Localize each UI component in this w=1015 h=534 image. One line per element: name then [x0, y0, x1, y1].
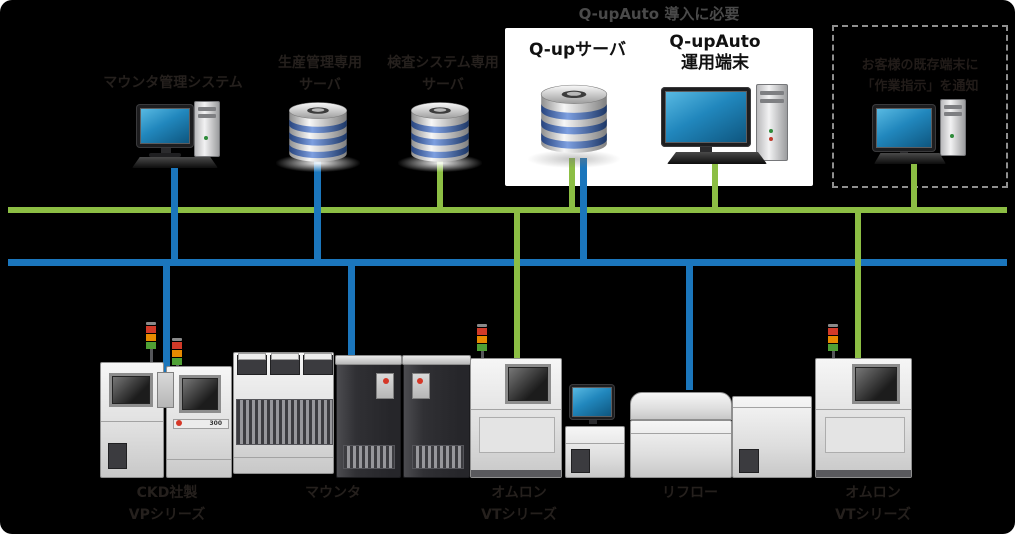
link-mounter-pc-blue	[171, 158, 178, 260]
drop-reflow-blue	[686, 262, 693, 390]
qupauto-terminal-label-line1: Q-upAuto	[669, 32, 761, 52]
link-production-db-blue	[314, 156, 321, 260]
qup-server-label: Q-upサーバ	[529, 40, 626, 60]
qupauto-terminal-label-line2: 運用端末	[681, 53, 749, 73]
pc-tower-icon	[194, 101, 220, 157]
db-shadow	[528, 150, 620, 168]
reflow-lid	[630, 392, 732, 420]
spi-side-panel	[157, 372, 174, 408]
reflow-label: リフロー	[662, 485, 718, 501]
inspection-server-label-line2: サーバ	[422, 77, 464, 93]
mounter-feeder-modules	[233, 352, 334, 474]
existing-terminal-note-line2: 「作業指示」を通知	[861, 79, 979, 94]
mounter-cabinet	[335, 355, 402, 478]
aoi-pre-reflow-machine	[470, 358, 562, 478]
aoi-post-reflow-machine	[815, 358, 912, 478]
link-qup-server-blue	[580, 158, 587, 260]
spi-label-line2: VPシリーズ	[128, 507, 206, 523]
link-inspection-db-green	[437, 158, 443, 210]
spi-panel-badge: 300	[209, 420, 222, 427]
production-server-label-line2: サーバ	[299, 77, 341, 93]
link-existing-pc-green	[911, 164, 917, 210]
signal-tower-icon	[828, 324, 838, 363]
mounter-label: マウンタ	[305, 485, 361, 501]
drop-aoi-pre-green	[514, 212, 520, 364]
aoi-pre-label-line1: オムロン	[491, 485, 547, 501]
monitor-icon	[569, 384, 615, 420]
pc-tower-icon	[756, 84, 788, 161]
signal-tower-icon	[477, 324, 487, 363]
signal-tower-icon	[146, 322, 156, 365]
monitor-icon	[872, 104, 936, 152]
monitor-icon	[136, 104, 194, 148]
drop-mounter-blue	[348, 262, 355, 362]
database-icon	[411, 102, 469, 162]
aoi-post-label-line1: オムロン	[845, 485, 901, 501]
green-lan-bus	[8, 207, 1007, 213]
aoi-pre-label-line2: VTシリーズ	[481, 507, 557, 523]
keyboard-icon	[132, 157, 218, 168]
production-server-label-line1: 生産管理専用	[278, 55, 362, 71]
mounter-cabinet	[402, 355, 471, 478]
drop-spi-blue	[163, 262, 170, 376]
spi-machine: 300	[166, 366, 232, 478]
blue-lan-bus	[8, 259, 1007, 266]
existing-terminal-note-line1: お客様の既存端末に	[861, 58, 979, 73]
unloader-machine	[732, 396, 812, 478]
aoi-post-label-line2: VTシリーズ	[835, 507, 911, 523]
qup-server-database-icon	[540, 84, 608, 153]
banner-title: Q-upAuto 導入に必要	[578, 5, 740, 23]
mounter-management-label: マウンタ管理システム	[103, 75, 243, 91]
spi-label-line1: CKD社製	[136, 485, 198, 501]
inspection-server-label-line1: 検査システム専用	[387, 55, 499, 71]
monitor-icon	[661, 87, 751, 147]
pc-tower-icon	[940, 99, 966, 156]
keyboard-icon	[667, 152, 767, 164]
link-qup-server-green	[569, 158, 575, 210]
loader-machine	[100, 362, 164, 478]
reflow-body	[630, 420, 732, 478]
keyboard-icon	[874, 153, 946, 164]
drop-aoi-post-green	[855, 212, 861, 364]
existing-terminal-dashed-box	[832, 25, 1008, 188]
database-icon	[289, 102, 347, 162]
link-terminal-green	[712, 160, 718, 210]
cart-body	[565, 426, 625, 478]
